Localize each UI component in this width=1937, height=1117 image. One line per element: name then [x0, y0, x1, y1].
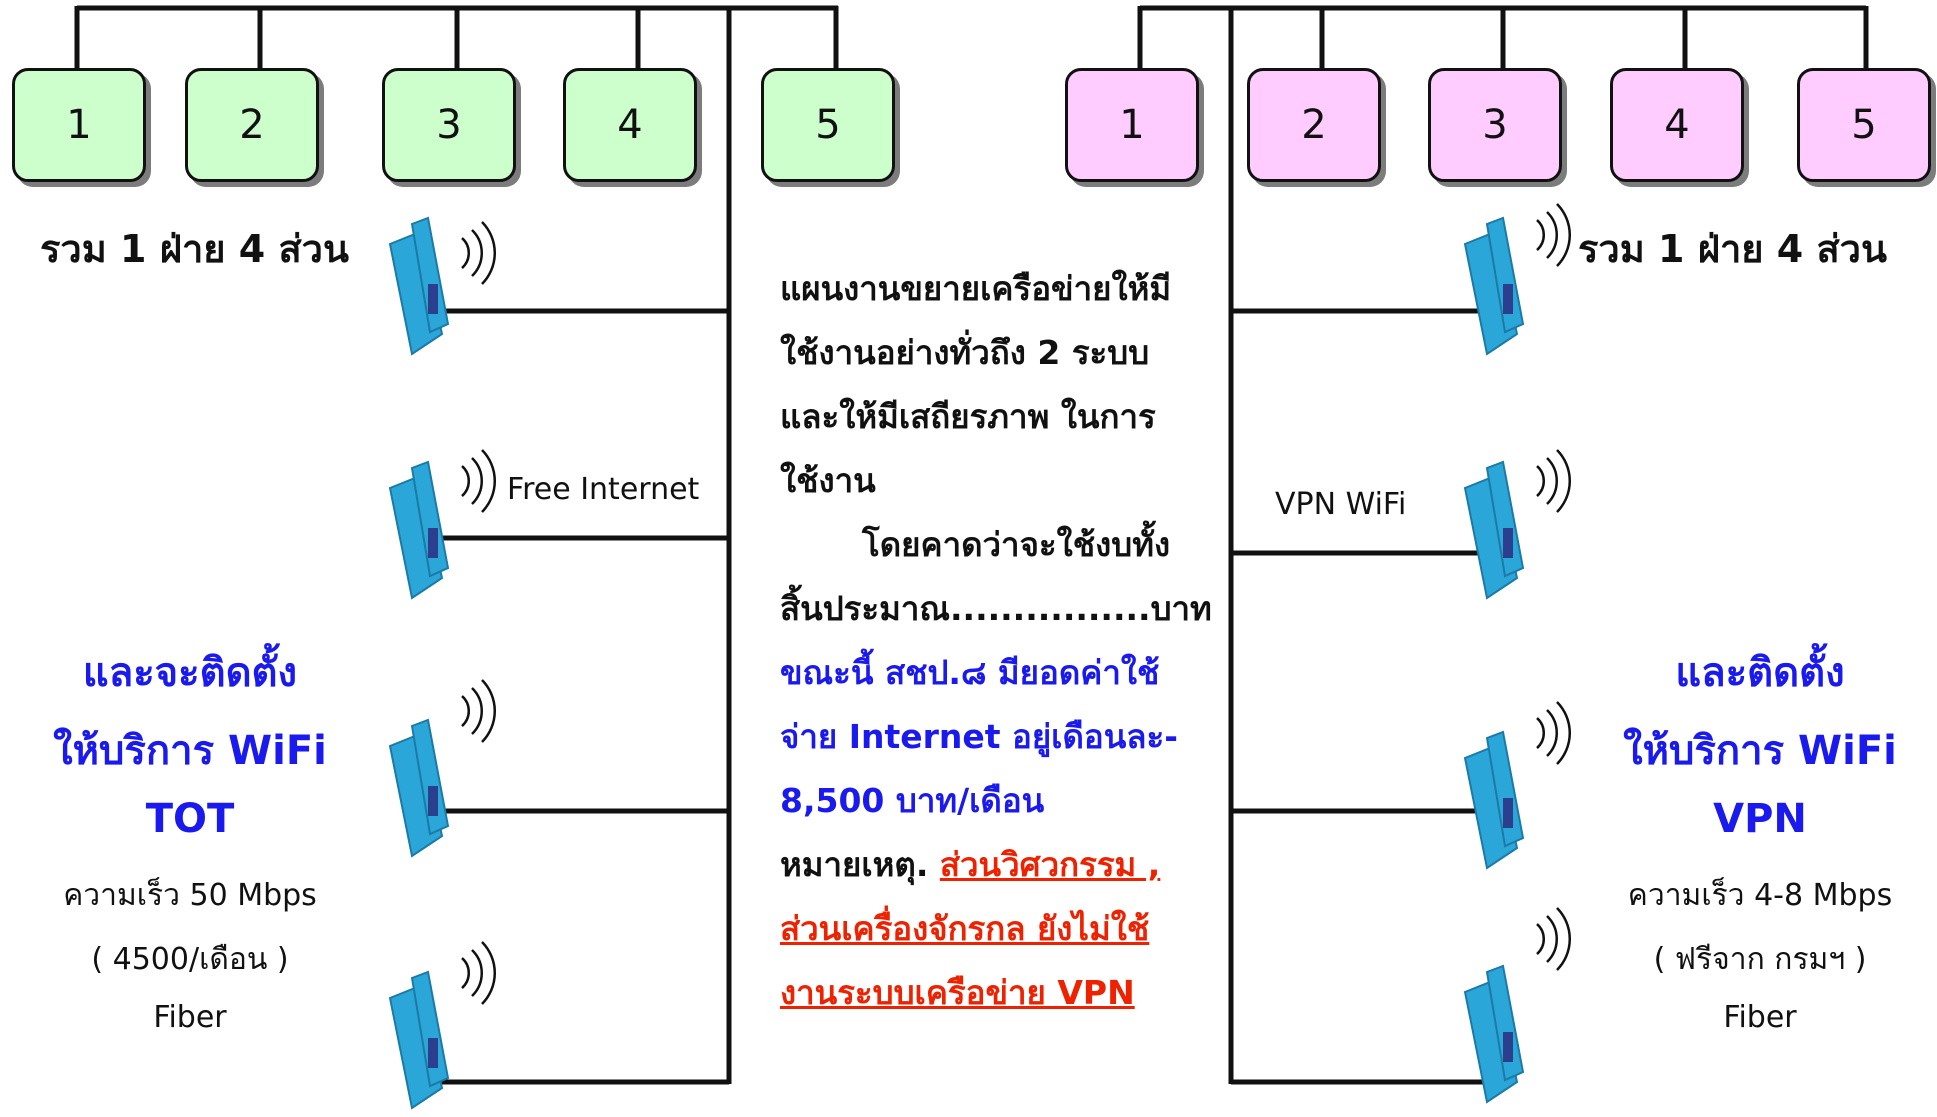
right-cost: ( ฟรีจาก กรมฯ ) — [1653, 942, 1867, 977]
right-unit-box-2: 2 — [1247, 68, 1381, 182]
center-text-line-4: ใช้งาน — [780, 461, 876, 500]
right-medium: Fiber — [1723, 1000, 1797, 1035]
center-text-line-5: โดยคาดว่าจะใช้งบทั้ง — [862, 525, 1171, 564]
wifi-router-icon — [388, 941, 496, 1110]
right-service-line-3: VPN — [1713, 796, 1807, 842]
left-service-line-1: และจะติดตั้ง — [82, 650, 298, 696]
center-blue-line-3: 8,500 บาท/เดือน — [780, 781, 1045, 820]
right-summary: รวม 1 ฝ่าย 4 ส่วน — [1578, 227, 1887, 271]
wifi-signal-icon — [1536, 701, 1571, 765]
wifi-router-icon — [1463, 203, 1571, 356]
left-unit-box-4: 4 — [563, 68, 697, 182]
center-text-line-6: สิ้นประมาณ................บาท — [780, 589, 1212, 628]
right-speed: ความเร็ว 4-8 Mbps — [1627, 878, 1893, 913]
left-medium: Fiber — [153, 1000, 227, 1035]
center-text-line-3: และให้มีเสถียรภาพ ในการ — [780, 397, 1156, 436]
left-service-line-2: ให้บริการ WiFi — [53, 728, 327, 774]
left-speed: ความเร็ว 50 Mbps — [63, 878, 317, 913]
left-unit-box-2: 2 — [185, 68, 319, 182]
left-service-line-3: TOT — [145, 796, 235, 842]
left-unit-box-1: 1 — [12, 68, 146, 182]
wifi-signal-icon — [1536, 449, 1571, 513]
wifi-signal-icon — [461, 449, 496, 513]
left-unit-box-3: 3 — [382, 68, 516, 182]
left-wifi-label: Free Internet — [507, 472, 700, 507]
wifi-signal-icon — [1536, 907, 1571, 971]
right-service-line-2: ให้บริการ WiFi — [1623, 728, 1897, 774]
wifi-router-icon — [388, 449, 496, 600]
right-wifi-label: VPN WiFi — [1275, 487, 1407, 522]
right-unit-box-3: 3 — [1428, 68, 1562, 182]
center-note-red-1: ส่วนวิศวกรรม , — [939, 845, 1161, 884]
wifi-router-icon — [1463, 449, 1571, 600]
wifi-router-icon — [388, 216, 496, 356]
center-note-row: หมายเหตุ. ส่วนวิศวกรรม , — [780, 838, 1160, 891]
wifi-signal-icon — [461, 941, 496, 1005]
right-service-line-1: และติดตั้ง — [1675, 650, 1845, 696]
right-unit-box-1: 1 — [1065, 68, 1199, 182]
wifi-router-icon — [1463, 907, 1571, 1104]
wifi-signal-icon — [461, 679, 496, 743]
wifi-signal-icon — [461, 221, 496, 285]
center-note-red-2: ส่วนเครื่องจักรกล ยังไม่ใช้ — [780, 909, 1150, 948]
center-blue-line-1: ขณะนี้ สชป.๘ มียอดค่าใช้ — [780, 653, 1160, 692]
center-text-line-2: ใช้งานอย่างทั่วถึง 2 ระบบ — [780, 333, 1150, 372]
wifi-signal-icon — [1536, 203, 1571, 267]
left-cost: ( 4500/เดือน ) — [91, 942, 289, 977]
wifi-router-icon — [388, 679, 496, 858]
left-summary: รวม 1 ฝ่าย 4 ส่วน — [40, 227, 349, 271]
center-text-line-1: แผนงานขยายเครือข่ายให้มี — [780, 269, 1172, 308]
center-blue-line-2: จ่าย Internet อยู่เดือนละ- — [780, 717, 1178, 756]
center-note-label: หมายเหตุ. — [780, 845, 929, 884]
center-note-red-3: งานระบบเครือข่าย VPN — [780, 973, 1135, 1012]
left-unit-box-5: 5 — [761, 68, 895, 182]
wifi-router-icon — [1463, 701, 1571, 870]
right-unit-box-4: 4 — [1610, 68, 1744, 182]
right-unit-box-5: 5 — [1797, 68, 1931, 182]
